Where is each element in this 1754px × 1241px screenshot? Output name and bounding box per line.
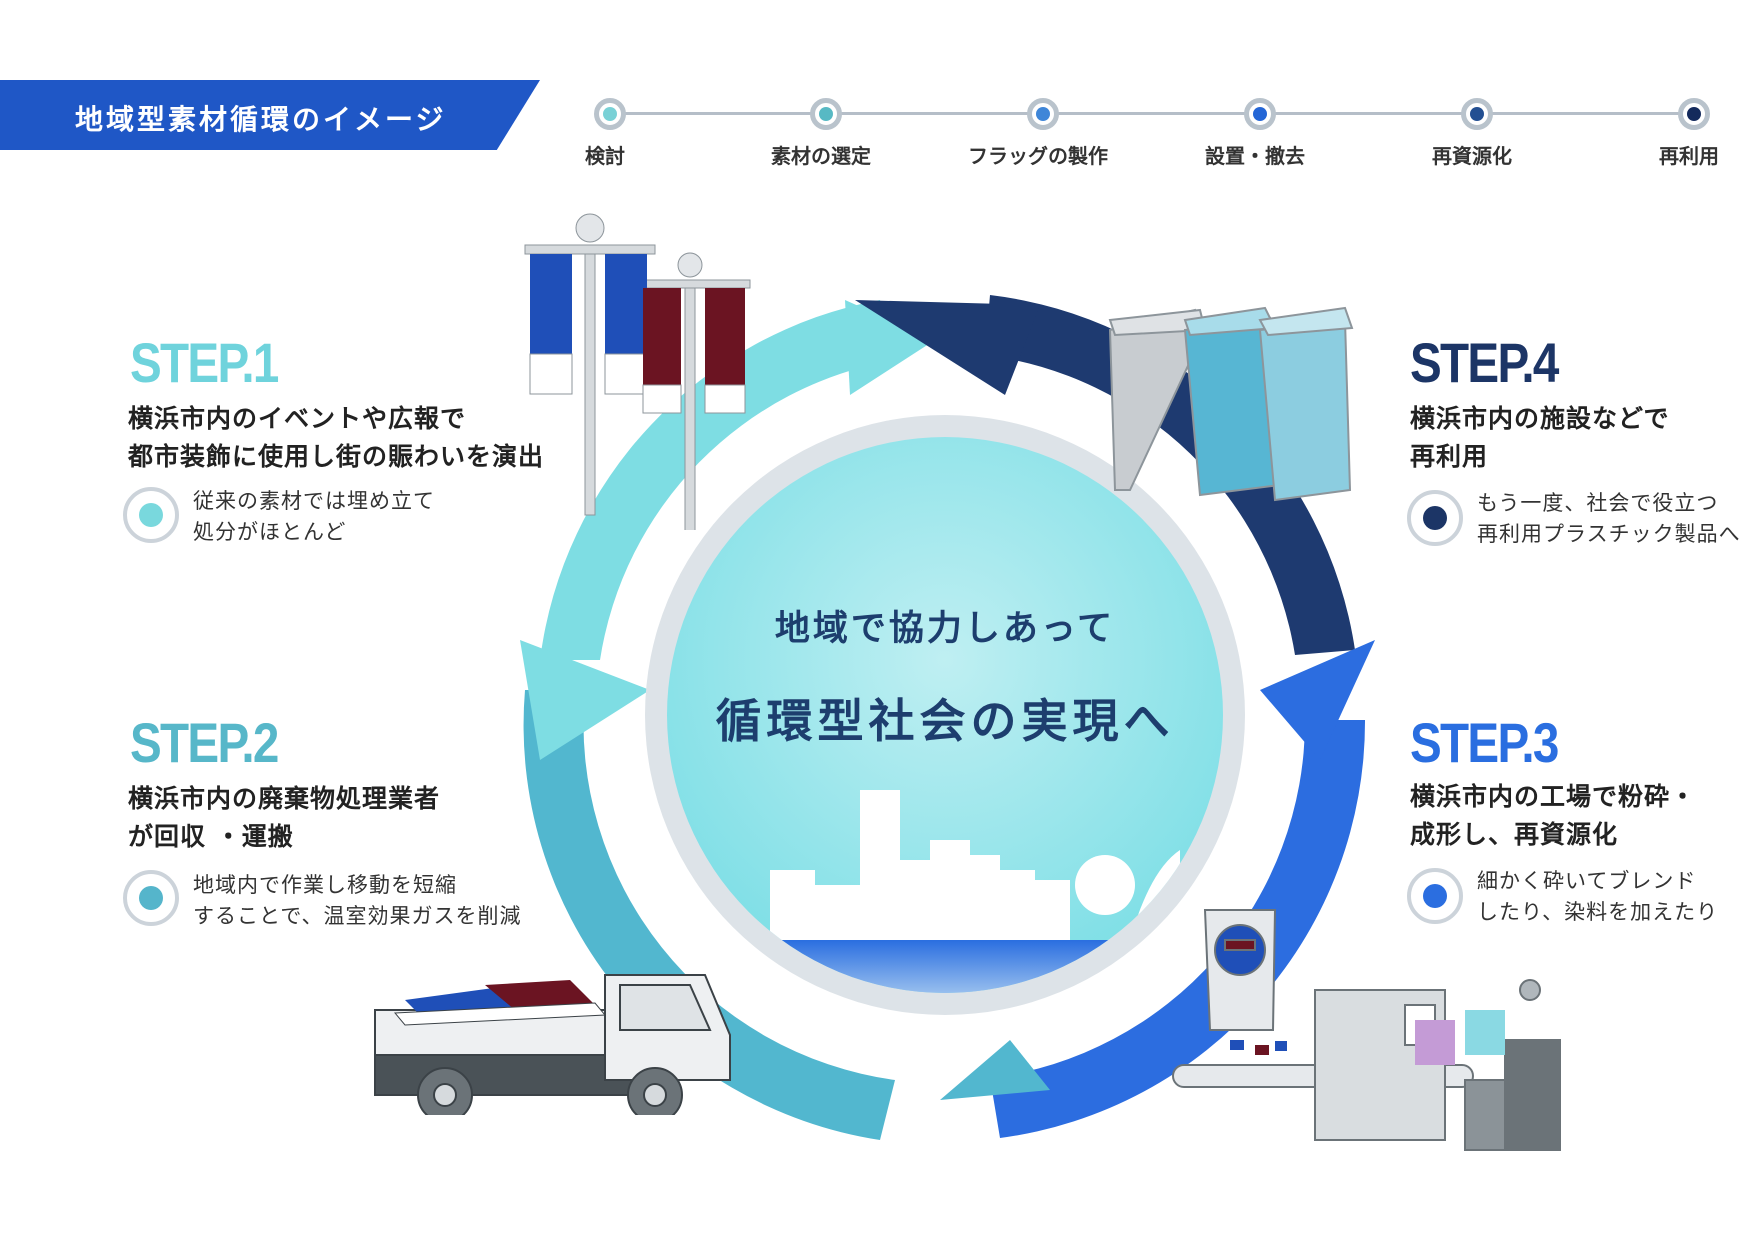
step2-desc-line2: が回収 ・運搬	[128, 822, 294, 851]
step3-desc-line1: 横浜市内の工場で粉砕・	[1410, 782, 1697, 811]
shredded-pieces	[1230, 1010, 1505, 1065]
step2-desc: 横浜市内の廃棄物処理業者 が回収 ・運搬	[128, 780, 440, 856]
cycle-arrow-step1	[845, 300, 935, 395]
cycle-arc-step3-group	[940, 720, 1366, 1138]
flag-poles	[524, 213, 751, 530]
timeline-dot-core-4	[1253, 107, 1267, 121]
cycle-arc-step3	[990, 720, 1366, 1138]
truck-cargo-flags	[393, 980, 607, 1026]
step1-desc-line1: 横浜市内のイベントや広報で	[128, 404, 467, 433]
step2-bullet	[123, 870, 179, 926]
center-subtitle: 地域で協力しあって	[774, 609, 1116, 649]
blue-flags	[529, 254, 648, 395]
step2-title: STEP.2	[130, 711, 279, 774]
cycle-arrow-step4	[1260, 640, 1375, 760]
step2-bullet-dot	[139, 886, 163, 910]
step3-bullet	[1407, 868, 1463, 924]
step3-note: 細かく砕いてブレンド したり、染料を加えたり	[1477, 866, 1718, 928]
step1-note-line1: 従来の素材では埋め立て	[193, 489, 435, 513]
step1-bullet	[123, 487, 179, 543]
timeline-dot-core-1	[603, 107, 617, 121]
timeline-label-6: 再利用	[1659, 144, 1719, 168]
step2-desc-line1: 横浜市内の廃棄物処理業者	[128, 784, 441, 813]
timeline-dot-core-3	[1036, 107, 1050, 121]
header-title: 地域型素材循環のイメージ	[75, 103, 447, 136]
step3-bullet-dot	[1423, 884, 1447, 908]
step4-desc-line1: 横浜市内の施設などで	[1410, 404, 1670, 433]
step4-desc: 横浜市内の施設などで 再利用	[1410, 400, 1670, 476]
step3-desc: 横浜市内の工場で粉砕・ 成形し、再資源化	[1410, 778, 1696, 854]
step1-note-line2: 処分がほとんど	[193, 520, 347, 544]
step4-note: もう一度、社会で役立つ 再利用プラスチック製品へ	[1477, 488, 1741, 550]
step1-desc-line2: 都市装飾に使用し街の賑わいを演出	[128, 442, 545, 471]
recycle-bins-illustration	[1108, 306, 1354, 502]
step4-title: STEP.4	[1410, 331, 1559, 394]
step2-note-line2: することで、温室効果ガスを削減	[193, 904, 522, 928]
cycle-arrow-top	[855, 300, 1040, 395]
timeline-dot-5	[1461, 98, 1493, 130]
timeline-label-4: 設置・撤去	[1205, 144, 1305, 168]
flag-illustration	[524, 213, 751, 530]
step1-bullet-dot	[139, 503, 163, 527]
timeline-dot-6	[1678, 98, 1710, 130]
cycle-arrow-step3	[940, 1040, 1050, 1100]
timeline-dot-core-5	[1470, 107, 1484, 121]
center-title: 循環型社会の実現へ	[715, 694, 1175, 748]
step2-note: 地域内で作業し移動を短縮 することで、温室効果ガスを削減	[193, 870, 522, 932]
cycle-arrow-step2	[520, 640, 650, 760]
step2-note-line1: 地域内で作業し移動を短縮	[193, 873, 457, 897]
step4-bullet	[1407, 490, 1463, 546]
step4-note-line1: もう一度、社会で役立つ	[1477, 491, 1719, 515]
center-disc	[667, 437, 1223, 993]
red-flags	[642, 288, 746, 414]
step3-note-line1: 細かく砕いてブレンド	[1477, 869, 1697, 893]
timeline-label-1: 検討	[585, 144, 625, 168]
step4-note-line2: 再利用プラスチック製品へ	[1477, 522, 1741, 546]
step3-note-line2: したり、染料を加えたり	[1477, 900, 1719, 924]
step1-title: STEP.1	[130, 331, 279, 394]
timeline-line	[610, 112, 1695, 115]
step3-title: STEP.3	[1410, 711, 1559, 774]
timeline-label-5: 再資源化	[1432, 144, 1512, 168]
timeline-dot-3	[1027, 98, 1059, 130]
truck-illustration	[374, 974, 731, 1115]
step4-bullet-dot	[1423, 506, 1447, 530]
step3-desc-line2: 成形し、再資源化	[1410, 820, 1619, 849]
header-banner	[0, 80, 540, 150]
timeline-dot-core-6	[1687, 107, 1701, 121]
step4-desc-line2: 再利用	[1410, 442, 1489, 471]
step1-note: 従来の素材では埋め立て 処分がほとんど	[193, 486, 435, 548]
factory-illustration	[1172, 909, 1561, 1151]
step1-desc: 横浜市内のイベントや広報で 都市装飾に使用し街の賑わいを演出	[128, 400, 544, 476]
timeline-dot-core-2	[819, 107, 833, 121]
timeline-dot-4	[1244, 98, 1276, 130]
timeline-dot-1	[594, 98, 626, 130]
timeline-label-2: 素材の選定	[771, 144, 871, 168]
timeline-dot-2	[810, 98, 842, 130]
timeline-label-3: フラッグの製作	[968, 144, 1108, 168]
